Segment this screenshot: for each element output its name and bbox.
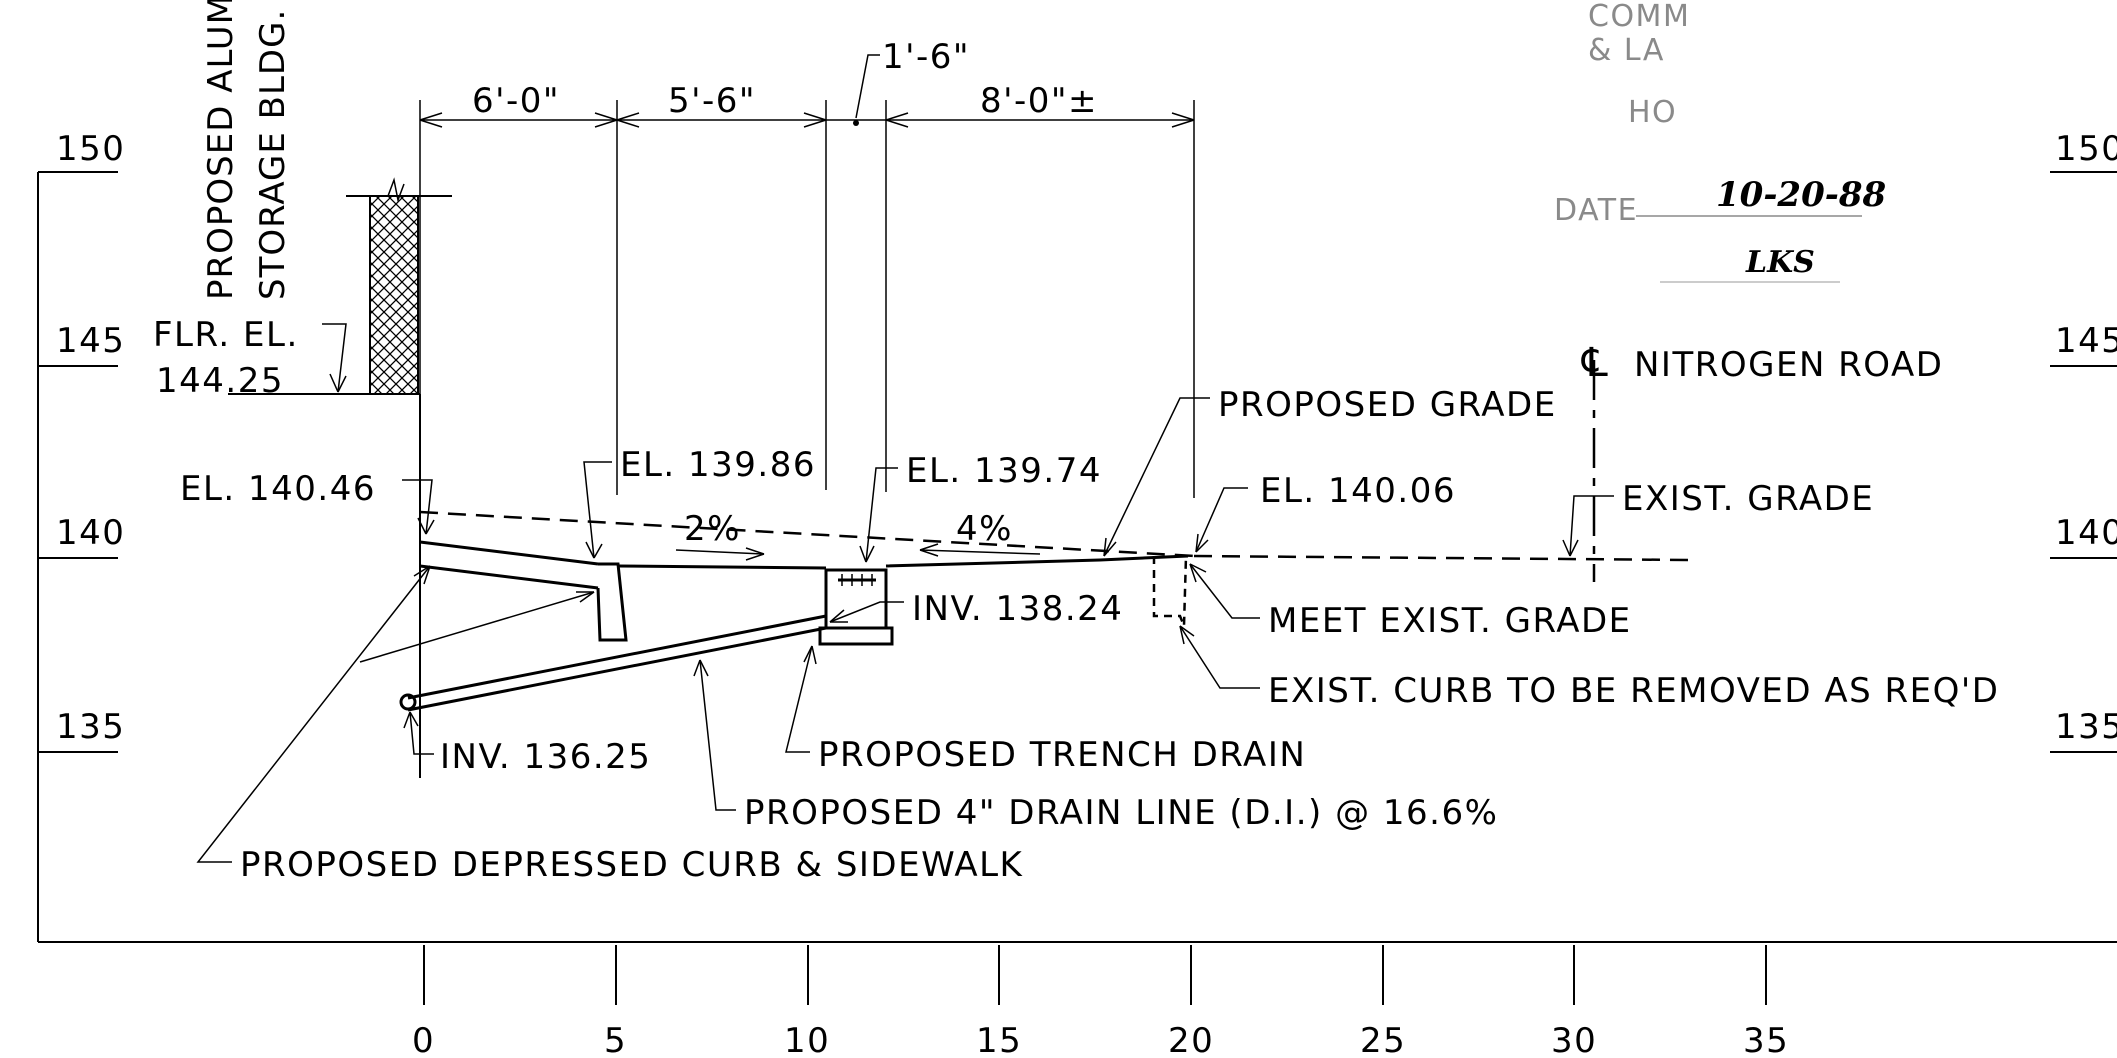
station-label: 35: [1743, 1021, 1789, 1058]
building-label-line2: STORAGE BLDG.: [253, 9, 293, 300]
elev-label: 145: [2055, 321, 2117, 361]
el-13986-label: EL. 139.86: [620, 445, 816, 485]
drain-pipe: [399, 614, 827, 712]
drain-line-label: PROPOSED 4" DRAIN LINE (D.I.) @ 16.6%: [744, 793, 1498, 833]
el-13974-callout: EL. 139.74: [859, 451, 1102, 563]
curb-sidewalk-label: PROPOSED DEPRESSED CURB & SIDEWALK: [240, 845, 1024, 885]
meet-grade-callout: MEET EXIST. GRADE: [1189, 563, 1632, 641]
building-label-line1: PROPOSED ALUM: [201, 0, 241, 300]
station-label: 30: [1551, 1021, 1597, 1058]
existing-curb: [1152, 555, 1188, 627]
el-13986-callout: EL. 139.86: [583, 445, 816, 559]
sidewalk-section: [419, 394, 827, 778]
slope-left-label: 2%: [684, 509, 741, 549]
stamp-date-value: 10-20-88: [1716, 175, 1886, 215]
elev-label: 150: [56, 129, 125, 169]
inv-13625-label: INV. 136.25: [440, 737, 651, 777]
existing-grade-line: [419, 510, 1195, 558]
stamp-date-label: DATE: [1554, 193, 1638, 228]
stamp-initials: LKS: [1745, 245, 1815, 280]
approval-stamp: COMM & LA HO DATE 10-20-88 LKS: [1554, 0, 1886, 283]
meet-grade-label: MEET EXIST. GRADE: [1268, 601, 1632, 641]
existing-grade-line-right: [1193, 554, 1691, 562]
road-centerline: ℄ NITROGEN ROAD: [1581, 340, 1943, 582]
curb-removed-callout: EXIST. CURB TO BE REMOVED AS REQ'D: [1179, 625, 1999, 711]
dim-8ft: 8'-0"±: [980, 81, 1098, 121]
stamp-line3: HO: [1628, 95, 1677, 130]
existing-grade-callout: EXIST. GRADE: [1562, 479, 1874, 557]
proposed-pavement: [885, 554, 1189, 568]
dim-6ft: 6'-0": [472, 81, 560, 121]
station-label: 20: [1168, 1021, 1214, 1058]
el-13974-label: EL. 139.74: [906, 451, 1102, 491]
slope-right-label: 4%: [956, 509, 1013, 549]
trench-drain-label: PROPOSED TRENCH DRAIN: [818, 735, 1306, 775]
storage-building: PROPOSED ALUM STORAGE BLDG.: [201, 0, 452, 395]
elev-label: 135: [2055, 707, 2117, 747]
trench-drain: [818, 568, 894, 646]
inv-13625-callout: INV. 136.25: [403, 711, 651, 777]
inv-13824-callout: INV. 138.24: [829, 589, 1123, 629]
el-14046-label: EL. 140.46: [180, 469, 376, 509]
right-elevation-scale: 150 145 140 135: [2050, 129, 2117, 753]
flr-el-label: FLR. EL.: [153, 315, 299, 355]
dim-5ft6: 5'-6": [668, 81, 756, 121]
floor-elevation-callout: FLR. EL. 144.25: [153, 315, 420, 401]
dim-1ft6: 1'-6": [882, 37, 970, 77]
inv-13824-label: INV. 138.24: [912, 589, 1123, 629]
elev-label: 140: [2055, 513, 2117, 553]
drain-line-callout: PROPOSED 4" DRAIN LINE (D.I.) @ 16.6%: [693, 659, 1498, 833]
stamp-line1: COMM: [1588, 0, 1690, 34]
dimension-string: 6'-0" 5'-6" 1'-6" 8'-0"±: [419, 37, 1195, 520]
proposed-grade-callout: PROPOSED GRADE: [1103, 385, 1557, 557]
centerline-symbol: ℄: [1581, 340, 1609, 386]
centerline-label: NITROGEN ROAD: [1634, 345, 1943, 385]
el-14006-label: EL. 140.06: [1260, 471, 1456, 511]
left-elevation-scale: 150 145 140 135: [38, 129, 125, 753]
station-label: 15: [976, 1021, 1022, 1058]
elev-label: 145: [56, 321, 125, 361]
curb-sidewalk-callout: PROPOSED DEPRESSED CURB & SIDEWALK: [196, 565, 1024, 885]
slope-right: 4%: [919, 509, 1041, 557]
existing-grade-label: EXIST. GRADE: [1622, 479, 1874, 519]
stamp-line2: & LA: [1588, 33, 1665, 68]
curb-removed-label: EXIST. CURB TO BE REMOVED AS REQ'D: [1268, 671, 1999, 711]
proposed-grade-label: PROPOSED GRADE: [1218, 385, 1557, 425]
station-label: 5: [604, 1021, 627, 1058]
station-label: 0: [412, 1021, 435, 1058]
station-label: 25: [1360, 1021, 1406, 1058]
elev-label: 135: [56, 707, 125, 747]
elev-label: 140: [56, 513, 125, 553]
elev-label: 150: [2055, 129, 2117, 169]
slope-left: 2%: [675, 509, 765, 561]
el-14006-callout: EL. 140.06: [1195, 471, 1456, 553]
trench-drain-callout: PROPOSED TRENCH DRAIN: [785, 645, 1306, 775]
station-scale: 0 5 10 15 20 25 30 35: [412, 945, 1789, 1058]
el-14046-callout: EL. 140.46: [180, 469, 435, 535]
station-label: 10: [784, 1021, 830, 1058]
